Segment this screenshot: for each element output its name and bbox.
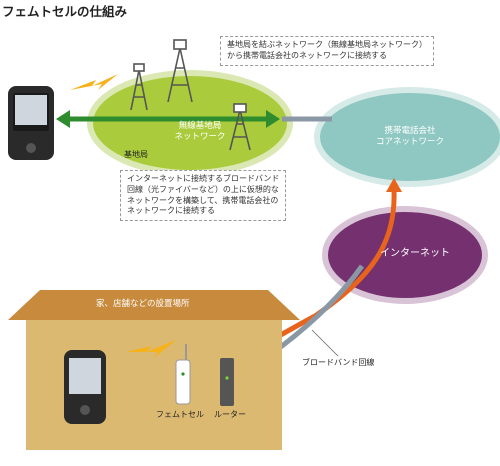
internet-field [322, 206, 488, 304]
femtocell-label: フェムトセル [156, 410, 204, 419]
house-roof [8, 290, 300, 320]
home-phone-icon [64, 350, 106, 424]
router-device-icon [220, 358, 234, 406]
tower-icon [229, 103, 251, 151]
mobile-phone-icon [8, 86, 54, 160]
broadband-line [234, 264, 365, 383]
router-label: ルーター [214, 410, 246, 419]
tower-icon [130, 63, 148, 111]
core-network-label: 携帯電話会社コアネットワーク [375, 126, 444, 147]
broadband-line-label: ブロードバンド回線 [302, 358, 375, 367]
signal-bolt-icon [70, 74, 118, 90]
wireless-network-label: 無線基地局ネットワーク [174, 121, 226, 142]
tower-icon [167, 39, 193, 103]
orange-arrowhead-up [386, 178, 402, 192]
femtocell-device-icon [175, 344, 191, 405]
green-arrowhead-right [266, 110, 280, 128]
home-location-label: 家、店舗などの設置場所 [96, 299, 190, 309]
broadband-leader-line [311, 329, 339, 357]
internet-label: インターネット [380, 248, 450, 259]
base-station-label: 基地局 [124, 150, 148, 159]
page-title: フェムトセルの仕組み [2, 4, 128, 19]
middle-note: インターネットに接続するブロードバンド回線（光ファイバーなど）の上に仮想的なネッ… [120, 170, 287, 222]
green-arrowhead-left [56, 110, 70, 128]
core-network-field [314, 87, 500, 187]
top-note: 基地局を結ぶネットワーク（無線基地局ネットワーク）から携帯電話会社のネットワーク… [220, 36, 434, 66]
